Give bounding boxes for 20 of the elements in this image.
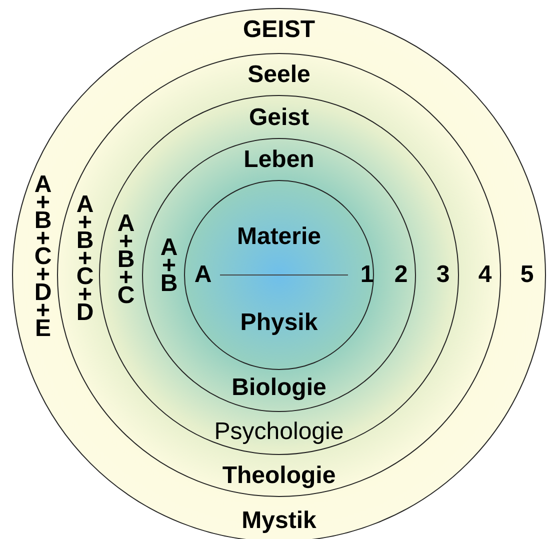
ring-label: Physik [240,311,318,335]
ring-label: Psychologie [214,420,344,444]
letter-stack: A + B [159,239,179,293]
ring-label: Materie [236,225,322,249]
ring-label: Theologie [222,464,336,488]
letter-stack: A + B + C + D [75,196,95,322]
ring-label: GEIST [243,18,315,42]
axis-label: 1 [360,263,374,287]
axis-label: A [194,263,212,287]
ring-label: Mystik [242,509,316,533]
ring-label: Seele [248,63,310,87]
axis-label: 4 [478,263,492,287]
axis-label: 5 [520,263,534,287]
ring-label: Geist [248,106,310,130]
ring-label: Leben [244,148,314,172]
letter-stack: A + B + C + D + E [33,176,53,338]
axis-label: 2 [394,263,408,287]
letter-stack: A + B + C [116,215,136,305]
axis-label: 3 [436,263,450,287]
ring-label: Biologie [232,376,326,400]
